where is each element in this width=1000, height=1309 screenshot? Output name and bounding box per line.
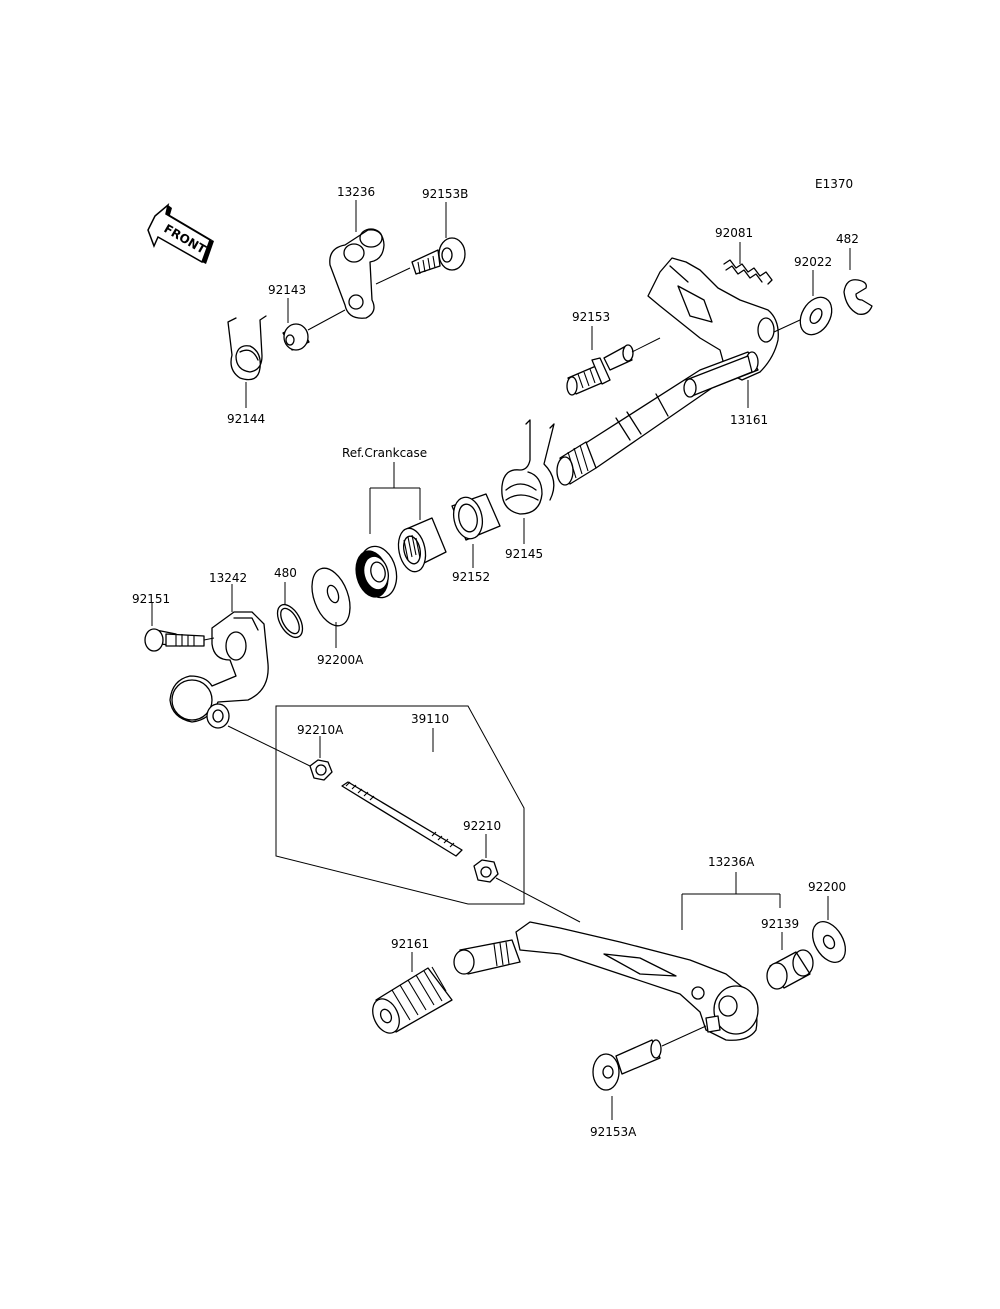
part-92151: [144, 628, 205, 652]
front-arrow-icon: FRONT: [147, 202, 214, 264]
part-13236: [329, 228, 385, 319]
label-92143: 92143: [268, 283, 306, 297]
label-480: 480: [274, 566, 297, 580]
part-92144: [227, 315, 267, 381]
label-92139: 92139: [761, 917, 799, 931]
part-92153: [566, 344, 634, 396]
part-92022: [799, 296, 833, 336]
part-92200A: [311, 567, 351, 627]
part-oil-seal: [355, 545, 398, 599]
part-13161: [556, 257, 779, 486]
part-92081: [723, 259, 773, 285]
label-13242: 13242: [209, 571, 247, 585]
label-92210A: 92210A: [297, 723, 344, 737]
part-92210A: [309, 759, 333, 781]
part-92153A: [592, 1039, 662, 1091]
part-482: [843, 279, 873, 315]
label-92161: 92161: [391, 937, 429, 951]
part-13236A: [515, 921, 759, 1041]
part-92143: [282, 323, 310, 351]
label-92153A: 92153A: [590, 1125, 637, 1139]
label-92152: 92152: [452, 570, 490, 584]
part-13242: [169, 611, 269, 729]
label-13236A: 13236A: [708, 855, 755, 869]
label-92153: 92153: [572, 310, 610, 324]
ref-crankcase-note: Ref.Crankcase: [342, 446, 427, 460]
label-92151: 92151: [132, 592, 170, 606]
part-92200: [811, 921, 847, 963]
label-92144: 92144: [227, 412, 265, 426]
part-needle-bearing: [397, 517, 447, 573]
part-92139: [766, 949, 814, 990]
label-482: 482: [836, 232, 859, 246]
label-92200: 92200: [808, 880, 846, 894]
label-92022: 92022: [794, 255, 832, 269]
label-13236: 13236: [337, 185, 375, 199]
part-92153B: [411, 237, 466, 275]
label-92200A: 92200A: [317, 653, 364, 667]
part-92152: [451, 493, 501, 541]
part-92145: [501, 419, 555, 515]
label-92153B: 92153B: [422, 187, 468, 201]
part-92210: [473, 859, 499, 883]
part-tie-rod: [341, 781, 463, 857]
label-13161: 13161: [730, 413, 768, 427]
part-92161: [372, 966, 453, 1034]
part-peg-shaft: [453, 939, 521, 975]
diagram-code: E1370: [815, 177, 853, 191]
label-92145: 92145: [505, 547, 543, 561]
part-480: [276, 603, 304, 639]
label-39110: 39110: [411, 712, 449, 726]
label-92210: 92210: [463, 819, 501, 833]
label-92081: 92081: [715, 226, 753, 240]
